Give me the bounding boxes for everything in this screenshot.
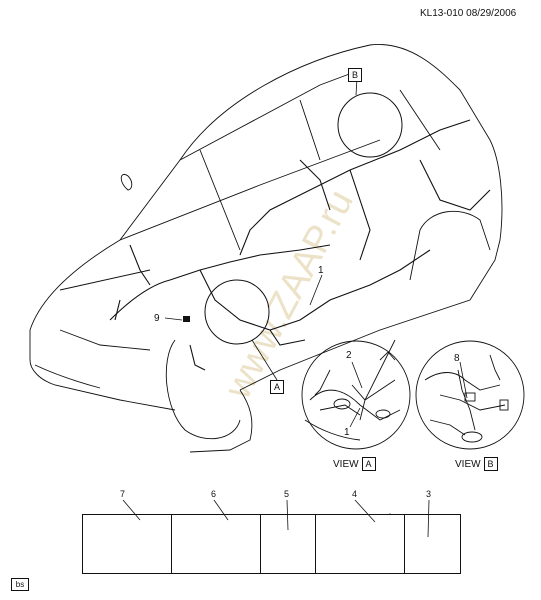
part-number-7: 7 bbox=[120, 489, 126, 499]
diagram-date: 08/29/2006 bbox=[466, 8, 517, 19]
parts-cell-4 bbox=[315, 514, 405, 574]
footer-code: bs bbox=[11, 578, 29, 591]
detail-label-b: B bbox=[348, 68, 362, 82]
view-a-detail bbox=[301, 339, 411, 450]
callout-9: 9 bbox=[154, 313, 160, 324]
view-b-letter: B bbox=[483, 457, 498, 471]
view-b-prefix: VIEW bbox=[455, 459, 481, 470]
parts-cell-5 bbox=[260, 514, 316, 574]
part-number-4: 4 bbox=[352, 489, 358, 499]
diagram-id: KL13-010 bbox=[420, 8, 464, 19]
view-a-prefix: VIEW bbox=[333, 459, 359, 470]
parts-cell-7 bbox=[82, 514, 172, 574]
detail-circle-a bbox=[204, 279, 270, 345]
part-number-6: 6 bbox=[211, 489, 217, 499]
car-outline-icon bbox=[29, 44, 503, 453]
view-b-detail bbox=[415, 340, 525, 450]
detail-circle-b bbox=[337, 92, 403, 158]
parts-cell-3 bbox=[404, 514, 461, 574]
wiring-harness-icon bbox=[109, 119, 491, 371]
callout-1: 1 bbox=[318, 265, 324, 276]
watermark-text: www.ZAAP.ru bbox=[217, 183, 362, 406]
callout-8: 8 bbox=[454, 353, 460, 364]
part-number-5: 5 bbox=[284, 489, 290, 499]
diagram-id-date: KL13-010 08/29/2006 bbox=[420, 8, 516, 19]
part-number-3: 3 bbox=[426, 489, 432, 499]
detail-label-a: A bbox=[270, 380, 284, 394]
callout-2: 2 bbox=[346, 350, 352, 361]
callout-1-view: 1 bbox=[344, 427, 350, 438]
parts-cell-6 bbox=[171, 514, 261, 574]
parts-table bbox=[82, 514, 462, 576]
view-a-letter: A bbox=[361, 457, 376, 471]
